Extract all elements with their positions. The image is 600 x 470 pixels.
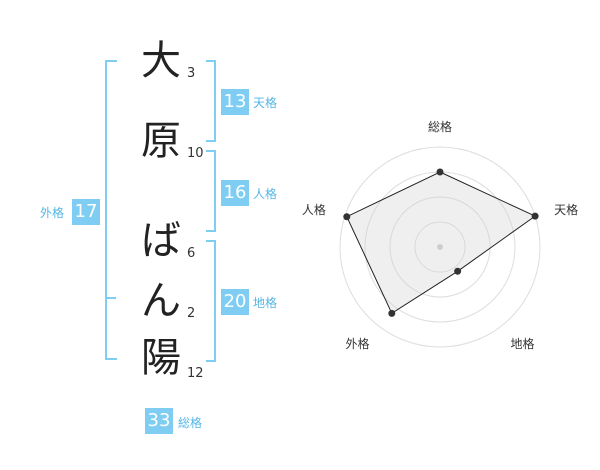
gaikaku-bracket-tick: [107, 297, 116, 299]
radar-point-5: [343, 213, 351, 221]
soukaku-label: 総格: [178, 416, 203, 430]
radar-center-dot: [437, 244, 443, 250]
radar-point-3: [454, 267, 462, 275]
radar-axis-label-1: 総格: [428, 119, 452, 134]
gaikaku-bracket: [105, 60, 117, 360]
radar-point-2: [531, 212, 539, 220]
jinkaku-value-box: 16: [221, 180, 249, 206]
gaikaku-value-box: 17: [72, 199, 100, 225]
radar-point-1: [436, 168, 444, 176]
tenkaku-label: 天格: [253, 96, 278, 110]
radar-axis-label-2: 天格: [554, 202, 578, 217]
name-char-3: ば: [141, 218, 181, 264]
chikaku-value-box: 20: [221, 289, 249, 315]
radar-ring-1: [414, 221, 466, 273]
chikaku-label: 地格: [253, 296, 278, 310]
radar-point-4: [388, 309, 396, 317]
radar-ring-2: [389, 196, 491, 298]
name-char-2: 原: [141, 118, 181, 164]
stroke-count-5: 12: [187, 366, 204, 381]
jinkaku-bracket: [206, 150, 216, 232]
radar-series-polygon: [346, 171, 537, 315]
stroke-count-1: 3: [187, 66, 196, 81]
soukaku-value-box: 33: [145, 408, 173, 434]
stroke-count-3: 6: [187, 246, 196, 261]
name-char-1: 大: [141, 38, 181, 84]
radar-axis-label-3: 地格: [511, 336, 535, 351]
radar-axis-label-4: 外格: [345, 336, 369, 351]
radar-axis-label-5: 人格: [302, 202, 326, 217]
tenkaku-value-box: 13: [221, 89, 249, 115]
name-char-5: 陽: [141, 335, 181, 381]
gaikaku-label: 外格: [40, 206, 65, 220]
jinkaku-label: 人格: [253, 187, 278, 201]
tenkaku-bracket: [206, 60, 216, 142]
stroke-count-2: 10: [187, 146, 204, 161]
radar-ring-4: [339, 146, 541, 348]
name-char-4: ん: [141, 278, 181, 324]
stroke-count-4: 2: [187, 306, 196, 321]
chikaku-bracket: [206, 240, 216, 362]
